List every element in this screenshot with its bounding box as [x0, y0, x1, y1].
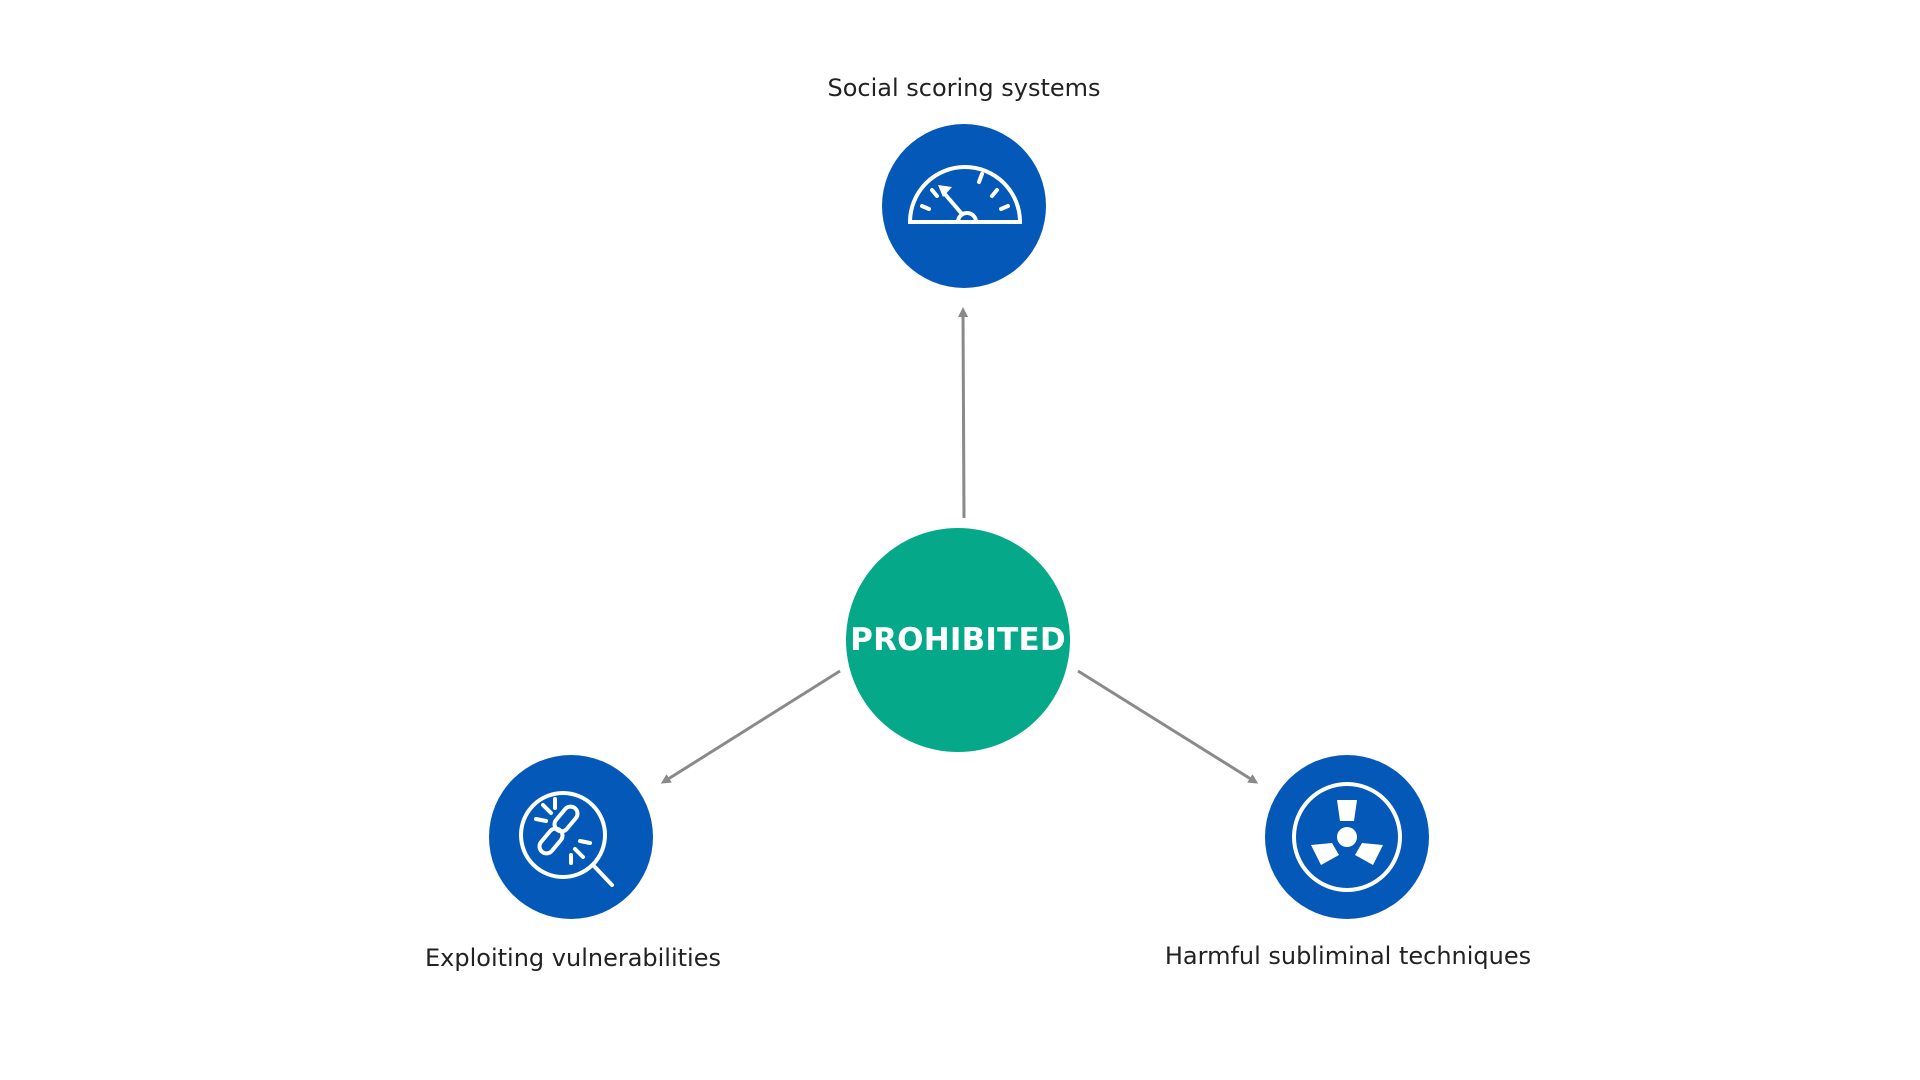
exploiting-vulnerabilities-node [489, 755, 653, 919]
harmful-subliminal-label: Harmful subliminal techniques [1164, 942, 1532, 970]
arrow-to-exploiting-vulnerabilities [660, 669, 841, 784]
social-scoring-node [882, 124, 1046, 288]
social-scoring-label: Social scoring systems [827, 74, 1101, 102]
harmful-subliminal-node [1265, 755, 1429, 919]
broken-link-magnifier-icon [519, 791, 614, 887]
arrow-to-social-scoring [958, 307, 969, 519]
arrow-to-harmful-subliminal [1077, 669, 1259, 784]
speedometer-icon [907, 165, 1023, 224]
center-label: PROHIBITED [850, 622, 1066, 658]
prohibited-center-node: PROHIBITED [846, 528, 1070, 752]
radiation-icon [1292, 782, 1402, 892]
exploiting-vulnerabilities-label: Exploiting vulnerabilities [425, 944, 721, 972]
